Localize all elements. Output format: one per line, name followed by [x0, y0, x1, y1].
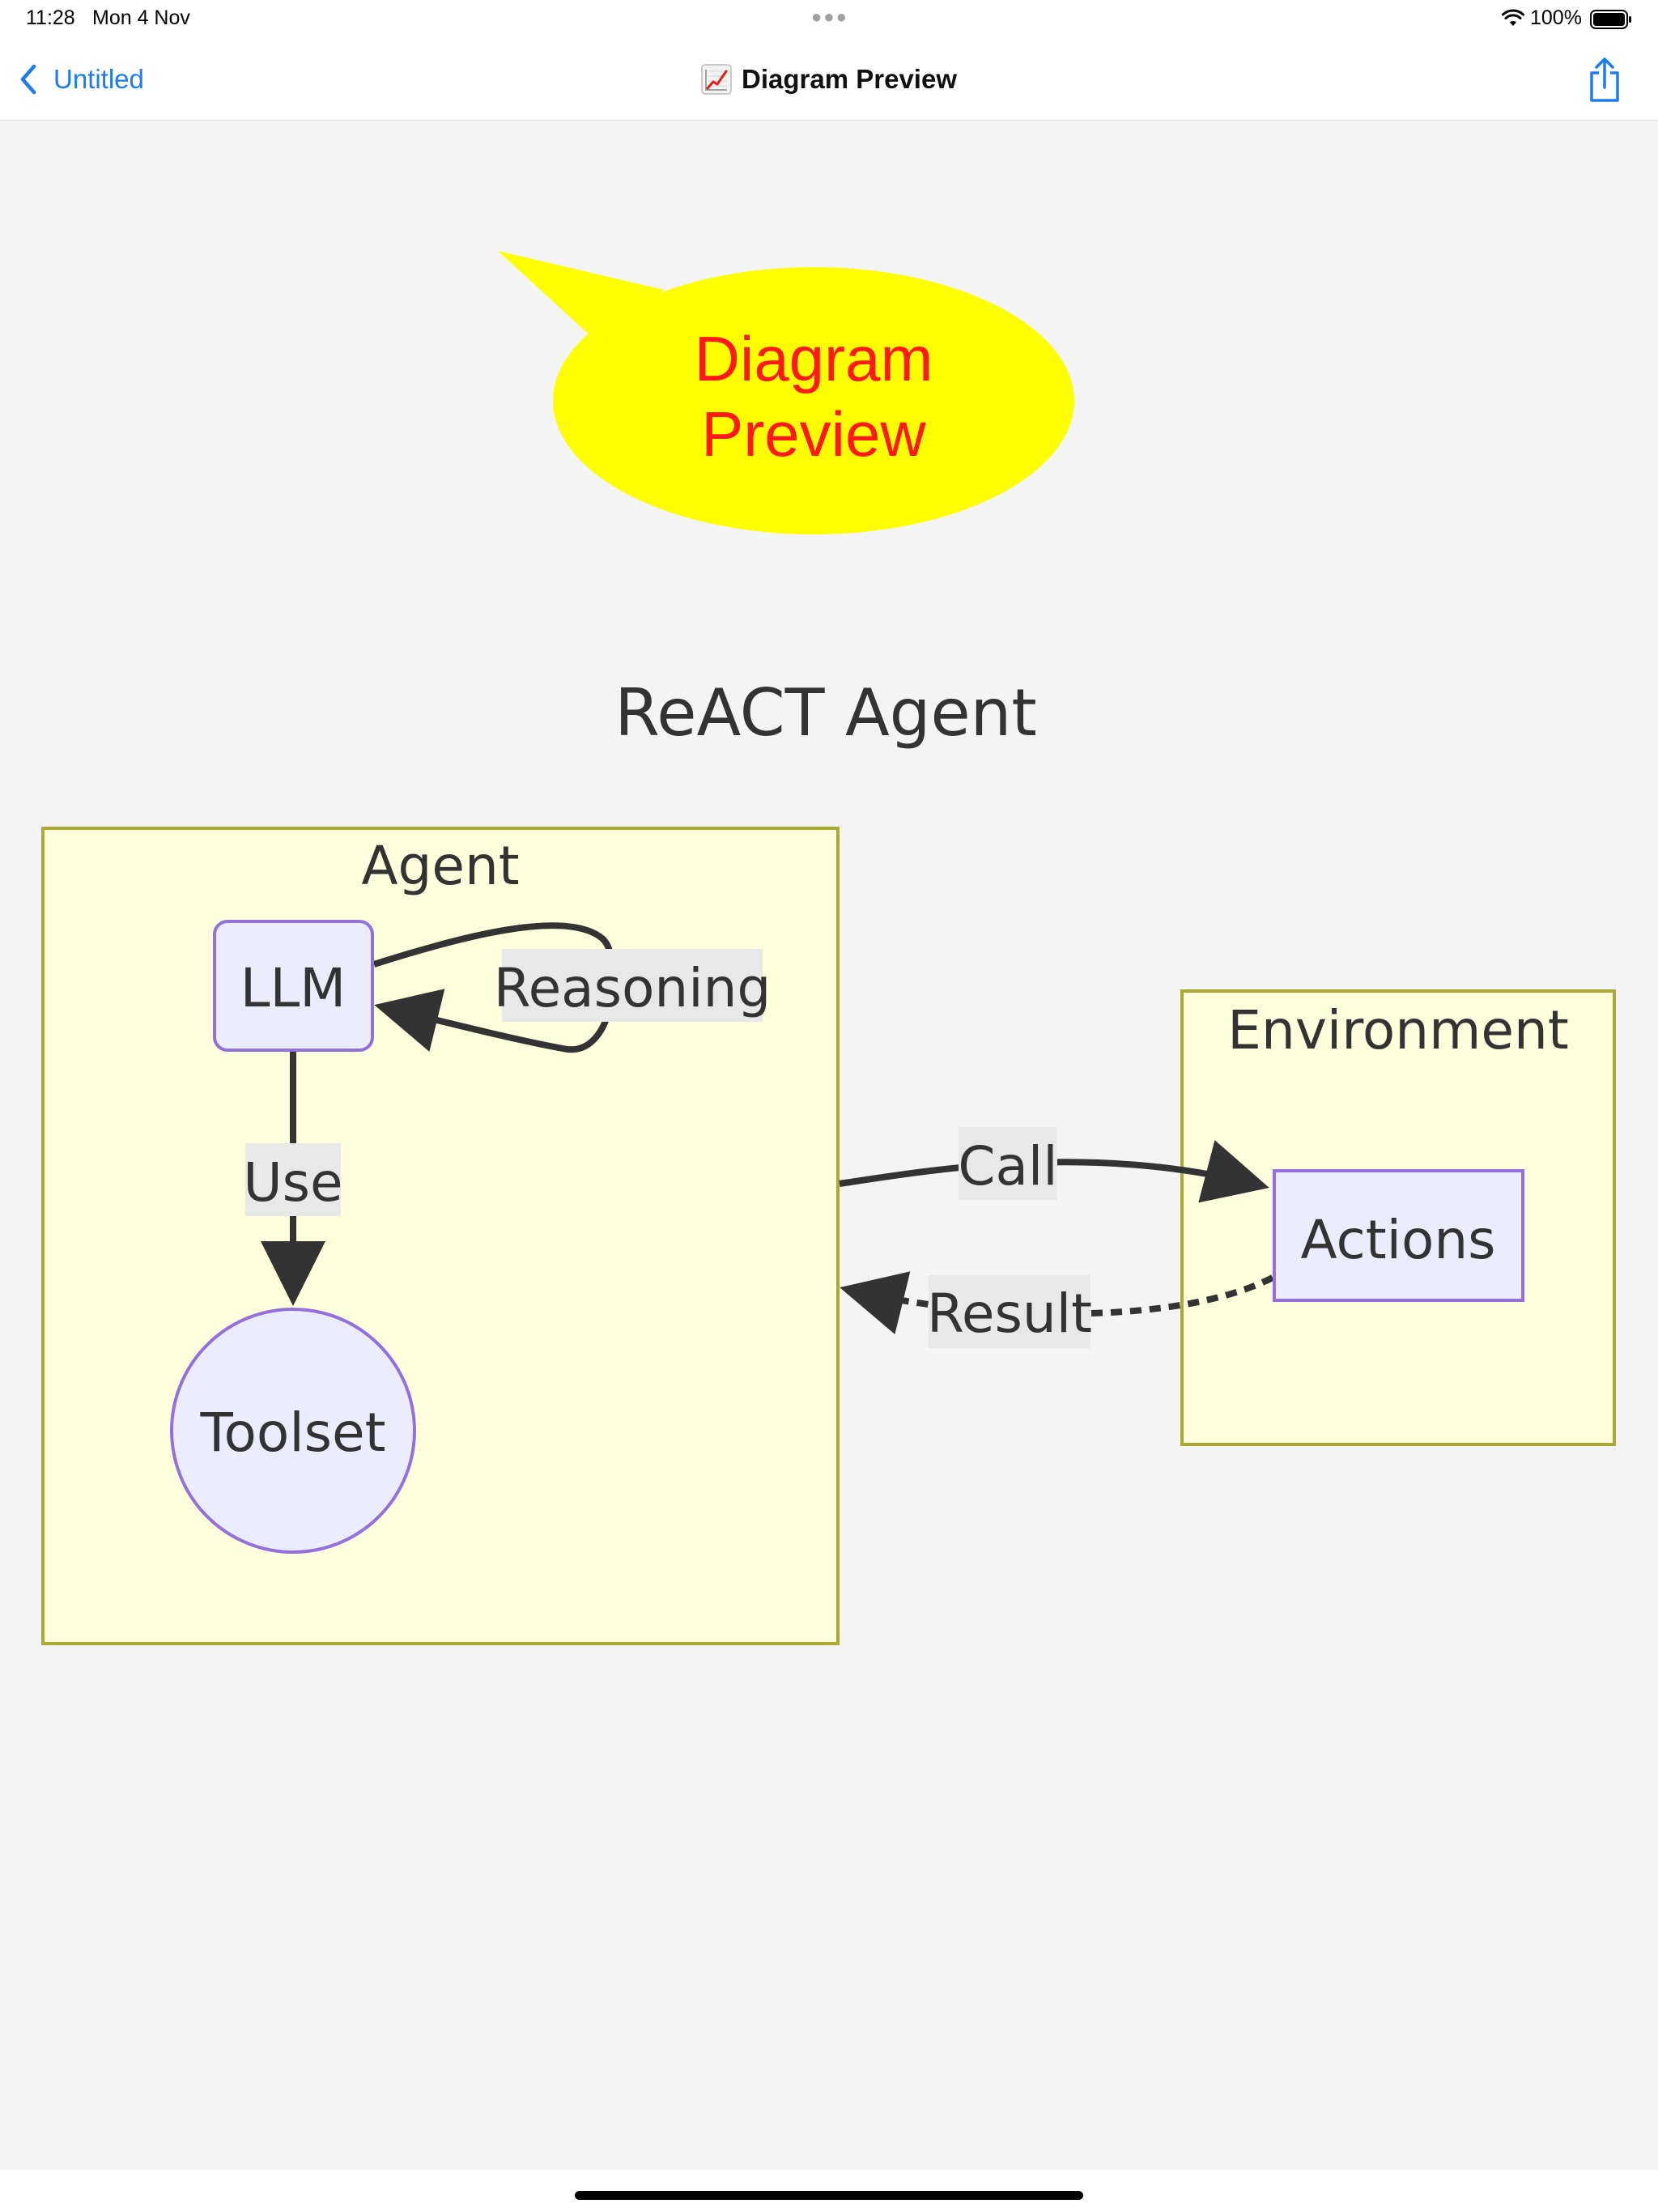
status-time: 11:28 — [26, 6, 75, 29]
toolset-node-label: Toolset — [199, 1402, 385, 1464]
environment-subgraph-label: Environment — [1227, 999, 1568, 1061]
chart-increasing-icon — [701, 64, 732, 95]
agent-subgraph-label: Agent — [361, 835, 519, 897]
back-button-label: Untitled — [53, 64, 144, 94]
reasoning-edge-label: Reasoning — [494, 949, 772, 1022]
llm-node[interactable]: LLM — [213, 920, 374, 1052]
use-edge-label: Use — [243, 1143, 343, 1216]
call-edge-label: Call — [958, 1127, 1058, 1200]
actions-node-label: Actions — [1300, 1209, 1495, 1271]
call-label-bg — [959, 1127, 1057, 1200]
battery-percentage: 100% — [1530, 6, 1582, 29]
use-label-bg — [245, 1143, 341, 1216]
page-title: Diagram Preview — [0, 58, 1658, 100]
status-bar: 11:28 Mon 4 Nov ●●● 100% — [0, 0, 1658, 39]
toolset-node[interactable]: Toolset — [170, 1308, 416, 1554]
diagram-title: ReACT Agent — [614, 675, 1036, 751]
environment-subgraph: Environment — [1180, 989, 1616, 1446]
home-indicator[interactable] — [575, 2191, 1083, 2200]
status-date: Mon 4 Nov — [92, 6, 190, 29]
battery-icon — [1590, 10, 1631, 29]
actions-node[interactable]: Actions — [1273, 1169, 1524, 1302]
toolset-node-circle — [170, 1308, 416, 1554]
callout-bubble — [553, 267, 1074, 534]
callout-line-2: Preview — [701, 398, 926, 470]
call-label-text: Call — [958, 1135, 1057, 1197]
diagram-preview-callout: Diagram Preview — [498, 251, 1074, 534]
result-edge-label: Result — [927, 1275, 1092, 1348]
use-label-text: Use — [243, 1151, 342, 1214]
reasoning-label-bg — [502, 949, 763, 1022]
result-label-bg — [929, 1275, 1090, 1348]
diagram-canvas: Diagram Preview ReACT Agent Agent Enviro… — [41, 251, 1616, 1645]
wifi-icon — [1502, 9, 1524, 26]
page-title-text: Diagram Preview — [742, 64, 957, 94]
result-edge — [840, 1271, 1274, 1334]
llm-node-box — [213, 920, 374, 1052]
actions-node-box — [1273, 1169, 1524, 1302]
result-label-text: Result — [927, 1283, 1092, 1345]
navigation-bar: Untitled Diagram Preview — [0, 39, 1658, 121]
back-button[interactable]: Untitled — [18, 58, 144, 100]
callout-line-1: Diagram — [695, 323, 933, 394]
chevron-left-icon — [20, 64, 36, 95]
llm-node-label: LLM — [240, 957, 346, 1019]
reasoning-label-text: Reasoning — [494, 957, 772, 1019]
multitasking-dots-icon[interactable]: ●●● — [811, 6, 848, 27]
share-button[interactable] — [1587, 57, 1622, 104]
